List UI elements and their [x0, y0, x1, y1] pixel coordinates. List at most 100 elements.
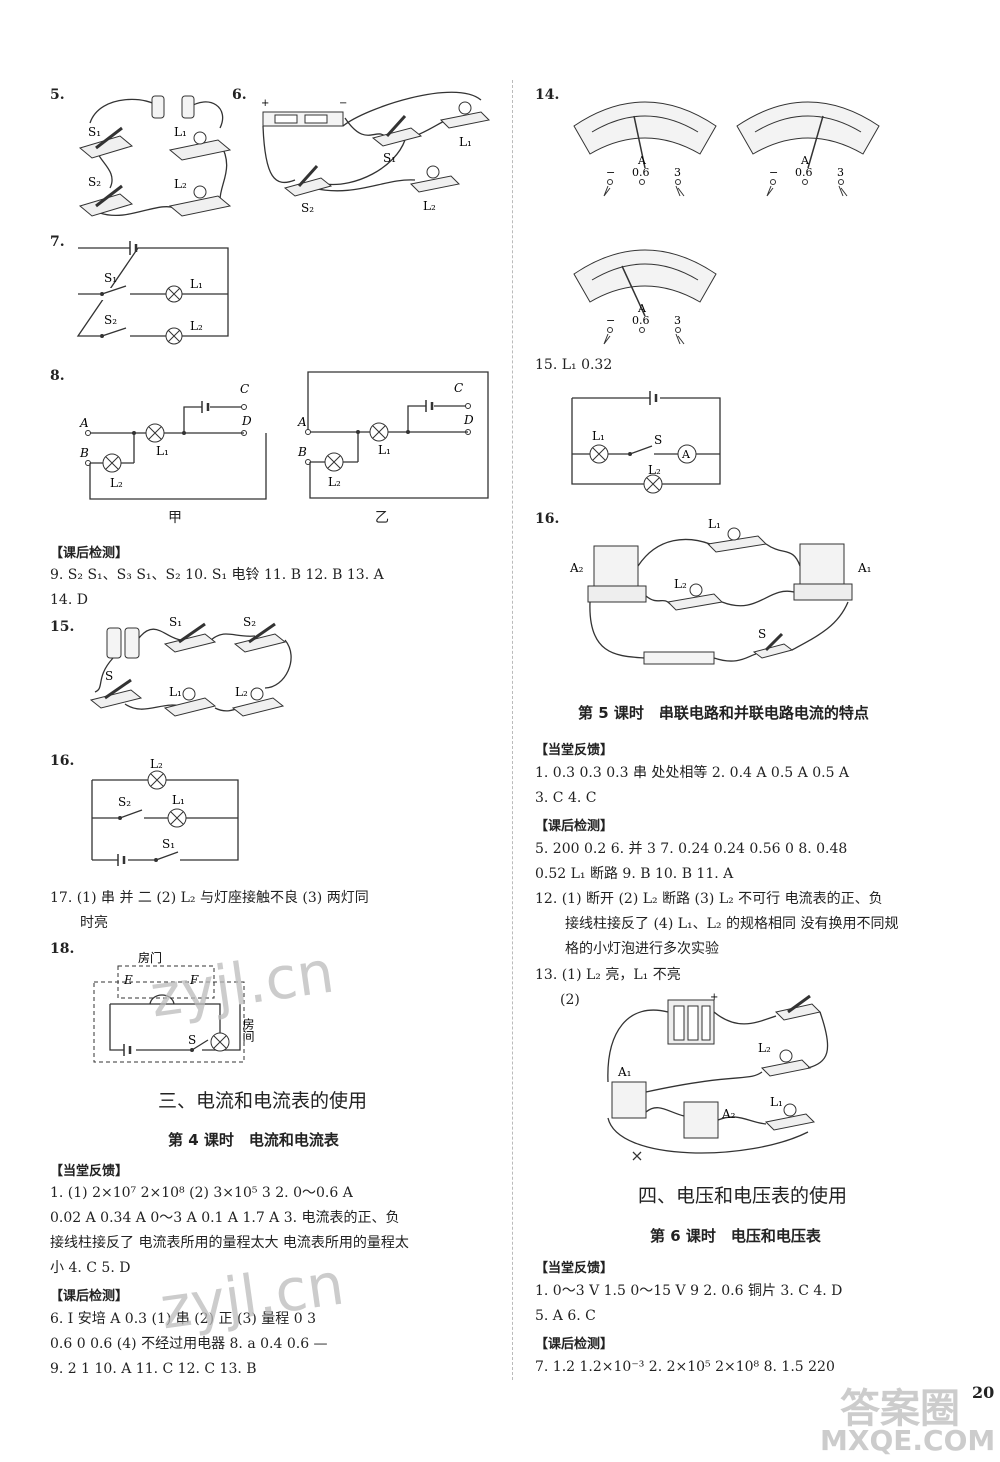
fig8-left-c-label: C [240, 382, 249, 396]
question-6-label: 6. [232, 87, 247, 103]
lesson4-after-class-line2: 0.6 0 0.6 (4) 不经过用电器 8. a 0.4 0.6 — [50, 1336, 328, 1352]
fig18-f-label: F [189, 973, 199, 987]
meter2-minus: − [769, 166, 778, 179]
question-16-right-label: 16. [535, 511, 560, 527]
in-class-header-lesson4: 【当堂反馈】 [50, 1164, 129, 1179]
fig16r-a2-label: A₂ [569, 561, 584, 575]
fig16r-a1-label: A₁ [857, 561, 871, 575]
lesson6-after-class-line1: 7. 1.2 1.2×10⁻³ 2. 2×10⁵ 2×10⁸ 8. 1.5 22… [535, 1359, 835, 1375]
fig16-s2-label: S₂ [118, 795, 131, 809]
meter3-mid: 0.6 [632, 314, 650, 327]
meter1-unit: A [637, 154, 647, 167]
fig8-right-a-label: A [297, 415, 307, 429]
watermark-zyjl-2: zyjl.cn [156, 1249, 348, 1343]
fig13-l1-label: L₁ [770, 1095, 783, 1109]
lesson4-after-class-line1: 6. I 安培 A 0.3 (1) 串 (2) 正 (3) 量程 0 3 [50, 1311, 316, 1327]
fig6-s2-label: S₂ [301, 201, 314, 215]
section-4-title: 四、电压和电压表的使用 [638, 1185, 848, 1207]
figure-18-circuit: E F S 房门 房间 [93, 950, 255, 1063]
fig15-l2-label: L₂ [235, 685, 248, 699]
meter1-minus: − [606, 166, 615, 179]
ammeter-dial-2: A − 0.6 3 [736, 101, 880, 197]
after-class-header-1: 【课后检测】 [50, 546, 129, 561]
fig16r-s-label: S [758, 627, 766, 641]
meter3-unit: A [637, 302, 647, 315]
lesson5-after-class-line4: 接线柱接反了 (4) L₁、L₂ 的规格相同 没有换用不同规 [565, 916, 899, 932]
meter1-mid: 0.6 [632, 166, 650, 179]
lesson4-in-class-line2: 0.02 A 0.34 A 0～3 A 0.1 A 1.7 A 3. 电流表的正… [50, 1210, 400, 1226]
figure-16-right-circuit: A₂ A₁ L₁ L₂ S [569, 517, 871, 665]
watermark-daanquan: 答案圈 [840, 1386, 960, 1432]
lesson-6-title: 第 6 课时 电压和电压表 [650, 1227, 821, 1245]
ammeter-dial-1: A − 0.6 3 [573, 101, 717, 197]
fig15r-l2-label: L₂ [648, 463, 661, 477]
figure-13-2-circuit: + A₁ A₂ L₂ L₁ [607, 992, 829, 1161]
fig8-right-c-label: C [454, 381, 463, 395]
fig16r-l2-label: L₂ [674, 577, 687, 591]
answer-17-line2: 时亮 [80, 915, 108, 931]
in-class-header-lesson5: 【当堂反馈】 [535, 743, 614, 758]
fig15r-l1-label: L₁ [592, 429, 605, 443]
fig18-door-label: 房门 [138, 950, 162, 965]
lesson5-in-class-line2: 3. C 4. C [535, 790, 597, 806]
fig8-right-b-label: B [297, 445, 307, 459]
answers-9-13: 9. S₂ S₁、S₃ S₁、S₂ 10. S₁ 电铃 11. B 12. B … [50, 567, 384, 583]
figure-15-right-circuit: A L₁ S L₂ [571, 391, 721, 494]
fig8-left-b-label: B [79, 446, 89, 460]
fig15-s2-label: S₂ [243, 615, 256, 629]
lesson6-in-class-line2: 5. A 6. C [535, 1308, 596, 1324]
fig18-s-label: S [188, 1033, 196, 1047]
lesson6-in-class-line1: 1. 0～3 V 1.5 0～15 V 9 2. 0.6 铜片 3. C 4. … [535, 1283, 843, 1299]
fig18-e-label: E [123, 973, 133, 987]
fig7-s2-label: S₂ [104, 313, 117, 327]
fig15-l1-label: L₁ [169, 685, 182, 699]
fig15r-ammeter-a: A [681, 448, 691, 461]
question-16-label: 16. [50, 753, 75, 769]
fig16r-l1-label: L₁ [708, 517, 721, 531]
meter3-minus: − [606, 314, 615, 327]
fig8-left-l2-label: L₂ [110, 476, 123, 490]
lesson4-in-class-line1: 1. (1) 2×10⁷ 2×10⁸ (2) 3×10⁵ 3 2. 0～0.6 … [50, 1185, 353, 1201]
svg-text:+: + [710, 992, 718, 1003]
after-class-header-lesson4: 【课后检测】 [50, 1289, 129, 1304]
fig8-right-l1-label: L₁ [378, 443, 391, 457]
fig7-l1-label: L₁ [190, 277, 203, 291]
question-8-label: 8. [50, 368, 65, 384]
svg-text:+: + [261, 98, 269, 109]
figure-8-right-circuit: A B C D L₁ L₂ [297, 371, 489, 499]
fig15-s1-label: S₁ [169, 615, 182, 629]
question-14-label: 14. [535, 87, 560, 103]
fig8-left-a-label: A [79, 416, 89, 430]
figure-6-circuit: +− S₁ L₁ S₂ L₂ [261, 91, 491, 215]
lesson5-after-class-line2: 0.52 L₁ 断路 9. B 10. B 11. A [535, 866, 734, 882]
meter2-max: 3 [837, 166, 844, 179]
question-5-label: 5. [50, 87, 65, 103]
meter3-max: 3 [674, 314, 681, 327]
lesson5-after-class-line5: 格的小灯泡进行多次实验 [565, 941, 719, 957]
fig7-l2-label: L₂ [190, 319, 203, 333]
figure-8-right-caption: 乙 [375, 510, 389, 526]
fig5-l1-label: L₁ [174, 125, 187, 139]
lesson4-after-class-line3: 9. 2 1 10. A 11. C 12. C 13. B [50, 1361, 257, 1377]
lesson-5-title: 第 5 课时 串联电路和并联电路电流的特点 [578, 704, 869, 722]
fig15-s-label: S [105, 669, 113, 683]
column-divider [512, 80, 513, 1380]
fig6-l2-label: L₂ [423, 199, 436, 213]
watermark-mxqe: MXQE.COM [820, 1424, 996, 1457]
answer-15-right: 15. L₁ 0.32 [535, 357, 613, 373]
fig8-left-d-label: D [241, 414, 252, 428]
question-7-label: 7. [50, 234, 65, 250]
lesson5-in-class-line1: 1. 0.3 0.3 0.3 串 处处相等 2. 0.4 A 0.5 A 0.5… [535, 765, 850, 781]
fig16-s1-label: S₁ [162, 837, 175, 851]
fig6-s1-label: S₁ [383, 151, 396, 165]
lesson5-after-class-line7: (2) [560, 992, 580, 1008]
figure-16-circuit: L₂ S₂ L₁ S₁ [91, 757, 239, 866]
fig15r-s-label: S [654, 433, 662, 447]
fig6-l1-label: L₁ [459, 135, 472, 149]
question-18-label: 18. [50, 941, 75, 957]
lesson4-in-class-line3: 接线柱接反了 电流表所用的量程太大 电流表所用的量程太 [50, 1235, 409, 1251]
lesson5-after-class-line1: 5. 200 0.2 6. 并 3 7. 0.24 0.24 0.56 0 8.… [535, 841, 848, 857]
fig13-a2-label: A₂ [721, 1107, 736, 1121]
figure-15-circuit: S₁ S₂ S L₁ L₂ [89, 615, 292, 717]
fig13-a1-label: A₁ [617, 1065, 631, 1079]
